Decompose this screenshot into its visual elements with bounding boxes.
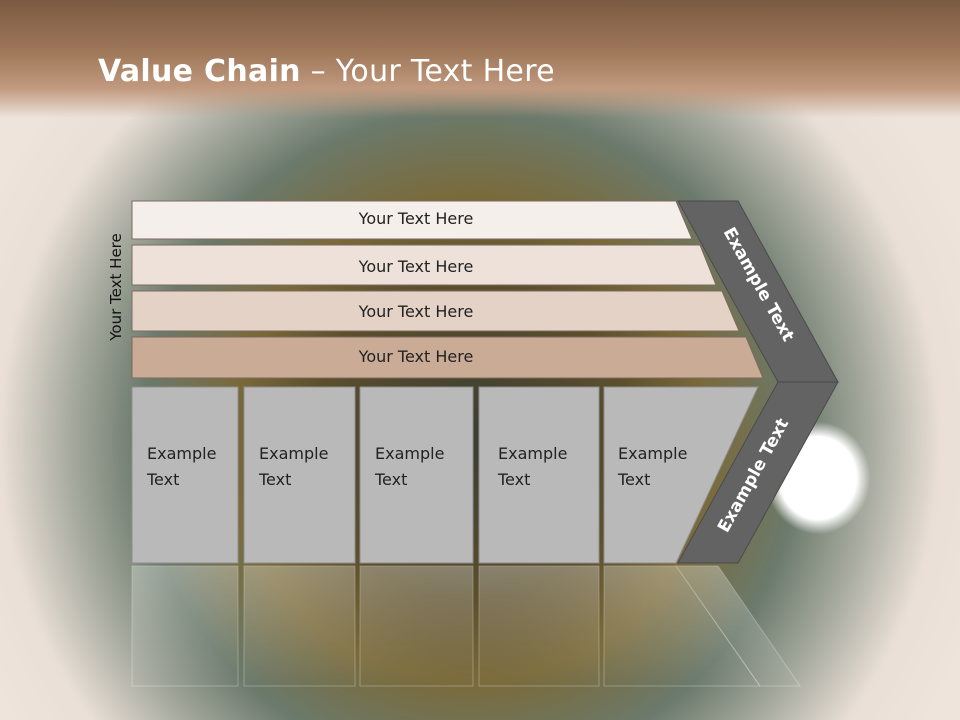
primary-activity-box-4[interactable] xyxy=(478,386,600,564)
primary-activity-1-line2: Text xyxy=(146,470,179,489)
primary-activity-3-line2: Text xyxy=(374,470,407,489)
primary-activity-2-line1: Example xyxy=(259,444,328,463)
support-band-4-label: Your Text Here xyxy=(358,347,474,366)
support-band-2[interactable] xyxy=(131,244,717,286)
primary-activity-1-line1: Example xyxy=(147,444,216,463)
diagram-reflection xyxy=(131,565,801,687)
support-band-1-label: Your Text Here xyxy=(358,209,474,228)
primary-activity-3-line1: Example xyxy=(375,444,444,463)
margin-chevron-lower[interactable] xyxy=(677,381,839,564)
primary-activity-4-line2: Text xyxy=(497,470,530,489)
support-band-3-label: Your Text Here xyxy=(358,302,474,321)
primary-activity-box-3[interactable] xyxy=(359,386,474,564)
primary-activity-5-line2: Text xyxy=(617,470,650,489)
primary-activity-5-line1: Example xyxy=(618,444,687,463)
title-rest: – Your Text Here xyxy=(300,54,555,89)
title-bold: Value Chain xyxy=(98,54,301,89)
support-band-3[interactable] xyxy=(131,290,740,332)
primary-activity-box-1[interactable] xyxy=(131,386,239,564)
support-band-4[interactable] xyxy=(131,336,764,379)
support-band-2-label: Your Text Here xyxy=(358,257,474,276)
primary-activity-4-line1: Example xyxy=(498,444,567,463)
title-band xyxy=(0,0,960,118)
primary-activity-2-line2: Text xyxy=(258,470,291,489)
support-band-1[interactable] xyxy=(131,200,693,240)
primary-activity-box-5[interactable] xyxy=(603,386,759,564)
primary-activity-box-2[interactable] xyxy=(243,386,356,564)
slide-title[interactable]: Value Chain – Your Text Here xyxy=(98,54,555,89)
